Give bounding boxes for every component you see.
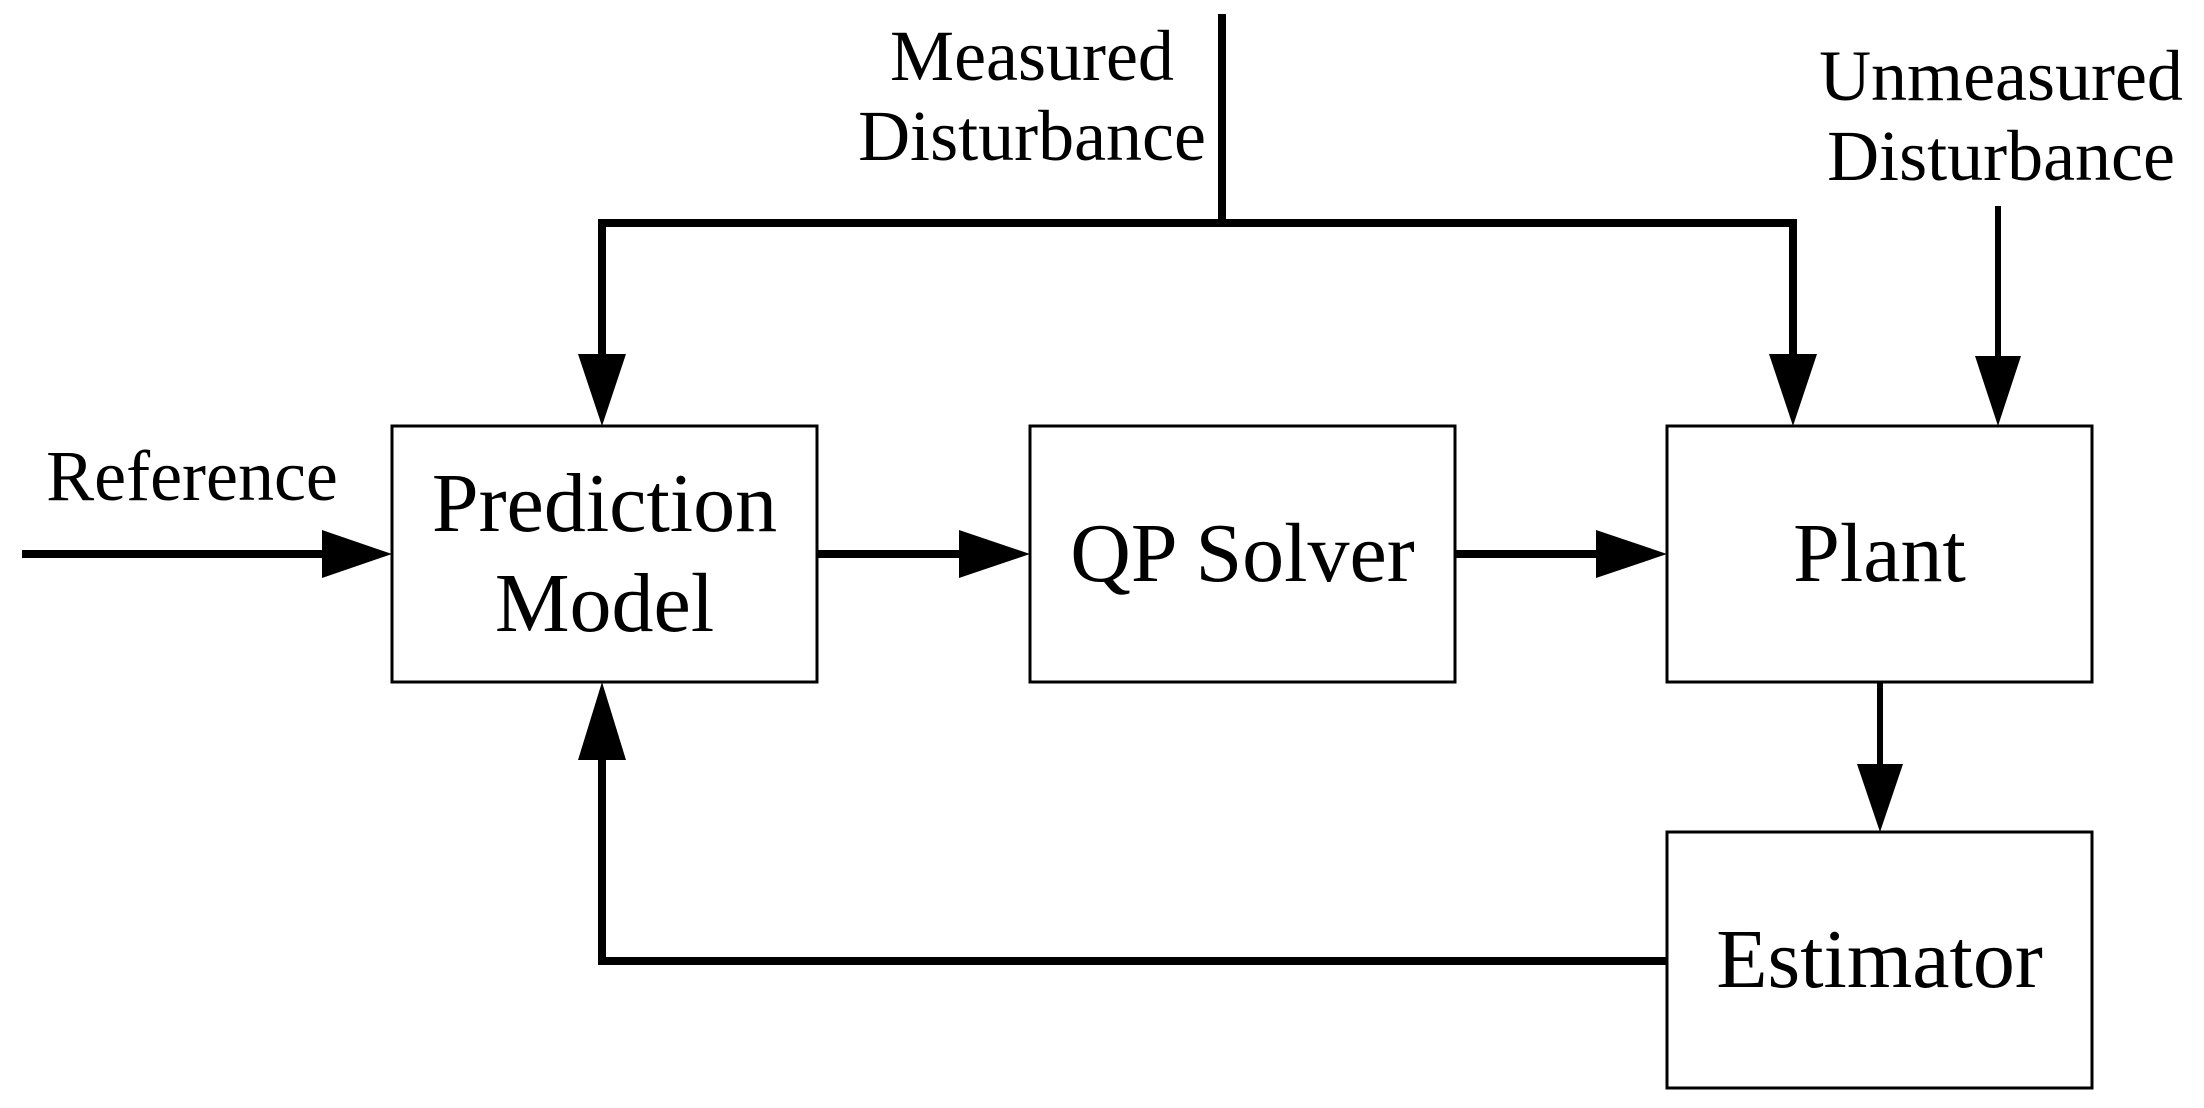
prediction-model-label-line2: Model (494, 557, 715, 650)
unmeasured-to-plant-arrowhead (1975, 356, 2021, 426)
reference-arrowhead (322, 530, 392, 578)
prediction-to-qp-arrowhead (959, 530, 1030, 578)
unmeasured-disturbance-label: Unmeasured Disturbance (1751, 36, 2204, 196)
plant-box (1665, 424, 2094, 684)
plant-label: Plant (1793, 507, 1966, 600)
estimator-label: Estimator (1716, 913, 2043, 1006)
measured-disturbance-label: Measured Disturbance (782, 16, 1282, 176)
estimator-box (1665, 830, 2094, 1090)
measured-to-prediction-arrowhead (578, 354, 626, 426)
prediction-model-box (390, 424, 819, 684)
prediction-model-label: Prediction Model (392, 426, 817, 682)
measured-disturbance-label-line2: Disturbance (858, 96, 1206, 176)
prediction-model-label-line1: Prediction (431, 457, 778, 550)
unmeasured-disturbance-label-line1: Unmeasured (1819, 36, 2183, 116)
qp-solver-label: QP Solver (1070, 507, 1415, 600)
reference-label: Reference (46, 436, 338, 516)
unmeasured-disturbance-label-line2: Disturbance (1827, 116, 2175, 196)
estimator-feedback-line (598, 756, 1667, 965)
qp-to-plant-arrowhead (1596, 530, 1667, 578)
qp-solver-box (1028, 424, 1457, 684)
measured-disturbance-label-line1: Measured (890, 16, 1174, 96)
estimator-feedback-arrowhead (578, 682, 626, 760)
measured-to-plant-arrowhead (1769, 354, 1817, 426)
plant-to-estimator-arrowhead (1857, 764, 1903, 832)
